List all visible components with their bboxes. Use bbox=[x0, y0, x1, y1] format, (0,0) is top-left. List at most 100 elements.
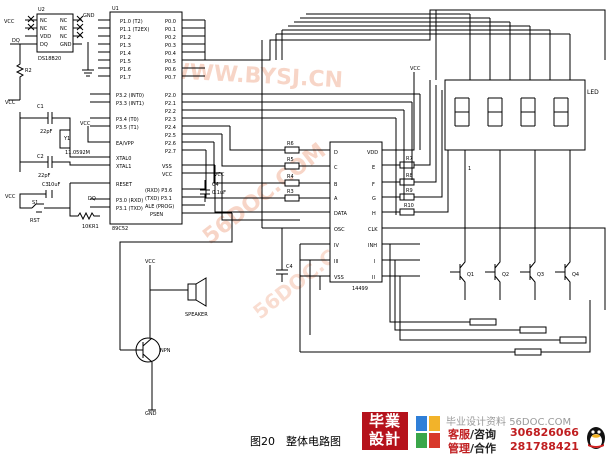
label-c4: C4 bbox=[286, 264, 293, 270]
mcu-pin-label: VSS bbox=[162, 164, 172, 170]
driver-pin: I bbox=[374, 259, 375, 265]
driver-pin: INH bbox=[368, 243, 377, 249]
label-c2-val: 22pF bbox=[38, 173, 51, 179]
driver-pin: G bbox=[372, 196, 376, 202]
label-c3: C3 bbox=[42, 182, 49, 188]
driver-pin: D bbox=[334, 150, 338, 156]
mcu-pin-label: P3.5 (T1) bbox=[116, 125, 139, 131]
mcu-pin-label: EA/VPP bbox=[116, 141, 134, 147]
driver-pin: B bbox=[334, 182, 338, 188]
label-vcc-rst: VCC bbox=[5, 194, 16, 200]
seven-seg-digit bbox=[487, 97, 503, 127]
driver-pin: II bbox=[372, 275, 375, 281]
driver-pin: H bbox=[372, 211, 376, 217]
mcu-pin-label: P3.2 (INT0) bbox=[116, 93, 144, 99]
manage-number: 281788421 bbox=[510, 440, 579, 453]
site-text: 毕业设计资料 bbox=[446, 417, 506, 428]
ds18b20-pin: GND bbox=[60, 42, 72, 48]
mcu-pin-label: P2.0 bbox=[165, 93, 176, 99]
ds18b20-pin: DQ bbox=[40, 42, 48, 48]
mcu-pin-label: VCC bbox=[162, 172, 173, 178]
mcu-pin-label: P0.1 bbox=[165, 27, 176, 33]
led-display: LED bbox=[444, 79, 599, 151]
mcu-pin-label: P0.0 bbox=[165, 19, 176, 25]
service-label-key: 客服 bbox=[448, 428, 470, 441]
seven-seg-digit bbox=[520, 97, 536, 127]
mcu-pin-label: P3.1 (TXD) bbox=[116, 206, 143, 212]
ds18b20-pin: NC bbox=[60, 34, 68, 40]
label-r1: R1 bbox=[92, 224, 99, 230]
transistor-q bbox=[450, 245, 466, 300]
mcu-pin-label: P2.4 bbox=[165, 125, 176, 131]
label-npn: NPN bbox=[160, 348, 171, 354]
driver-14499: D C B A DATA OSC IV III VSS VDD E F G H … bbox=[329, 141, 383, 292]
transistor-q bbox=[520, 245, 536, 300]
transistor-q bbox=[485, 245, 501, 300]
service-label: 客服/咨询 bbox=[448, 426, 496, 442]
label-c1-val: 22pF bbox=[40, 129, 53, 135]
mcu-pin-label: (TXD) P3.1 bbox=[145, 196, 172, 202]
driver-name: 14499 bbox=[352, 286, 368, 292]
qq-penguin-icon bbox=[587, 427, 605, 449]
label-vcc-left: VCC bbox=[5, 100, 16, 106]
driver-pin: VSS bbox=[334, 275, 344, 281]
led-label: LED bbox=[587, 89, 599, 96]
manage-label-rest: /合作 bbox=[470, 442, 497, 455]
figure-caption: 图20 整体电路图 bbox=[250, 435, 341, 448]
ds18b20-pin: NC bbox=[40, 18, 48, 24]
mcu-pin-label: PSEN bbox=[150, 212, 163, 218]
label-s1: S1 bbox=[32, 200, 38, 206]
mcu-pin-label: P3.4 (T0) bbox=[116, 117, 139, 123]
label-cap01: 0.1uF bbox=[212, 190, 226, 196]
transistor-label: Q4 bbox=[572, 272, 579, 278]
label-crystal: 11.0592M bbox=[65, 150, 90, 156]
puzzle-icon bbox=[416, 416, 440, 448]
site-domain: 56DOC.COM bbox=[509, 417, 572, 428]
driver-pin: F bbox=[372, 182, 375, 188]
service-label-rest: /咨询 bbox=[470, 428, 497, 441]
ds18b20-pin: NC bbox=[60, 18, 68, 24]
mcu-pin-label: P1.1 (T2EX) bbox=[120, 27, 149, 33]
mcu-pin-label: P2.5 bbox=[165, 133, 176, 139]
mcu-pin-label: P0.5 bbox=[165, 59, 176, 65]
driver-pin: C bbox=[334, 165, 338, 171]
ds18b20-pin: NC bbox=[60, 26, 68, 32]
mcu-pin-label: P2.6 bbox=[165, 141, 176, 147]
label-vcc-mcu: VCC bbox=[214, 172, 225, 178]
site-line: 毕业设计资料 56DOC.COM bbox=[446, 413, 571, 428]
mcu-pin-label: P0.4 bbox=[165, 51, 176, 57]
mcu-pin-label: P1.3 bbox=[120, 43, 131, 49]
label-resistor: R4 bbox=[287, 174, 294, 180]
label-dq-mcu: DQ bbox=[88, 196, 96, 202]
mcu-pin-label: P1.4 bbox=[120, 51, 131, 57]
label-resistor: R9 bbox=[406, 188, 413, 194]
mcu-pin-label: P0.2 bbox=[165, 35, 176, 41]
ds18b20-ref: U2 bbox=[38, 7, 45, 13]
driver-pin: DATA bbox=[334, 211, 347, 217]
label-r2: R2 bbox=[25, 68, 32, 74]
transistor-label: Q3 bbox=[537, 272, 544, 278]
ds18b20-chip: U2 NC NC VDD DQ NC NC NC GND DS18B20 bbox=[10, 7, 84, 62]
label-gnd-ds: GND bbox=[83, 13, 95, 19]
label-c3-val: 10uF bbox=[48, 182, 61, 188]
label-vcc-ea: VCC bbox=[80, 121, 91, 127]
ds18b20-pin: NC bbox=[40, 26, 48, 32]
logo-line-2: 設計 bbox=[368, 430, 401, 448]
mcu-name: 89C52 bbox=[112, 226, 128, 232]
mcu-pin-label: XTAL1 bbox=[116, 164, 131, 170]
driver-pin: CLK bbox=[368, 227, 378, 233]
mcu-pin-label: P1.0 (T2) bbox=[120, 19, 143, 25]
ds18b20-pin: VDD bbox=[40, 34, 51, 40]
label-resistor: R3 bbox=[287, 189, 294, 195]
manage-label-key: 管理 bbox=[448, 442, 470, 455]
label-c2: C2 bbox=[37, 154, 44, 160]
logo: 毕業 設計 bbox=[362, 412, 408, 450]
driver-pin: IV bbox=[334, 243, 339, 249]
transistor-label: Q2 bbox=[502, 272, 509, 278]
mcu-pin-label: P1.2 bbox=[120, 35, 131, 41]
driver-pin: VDD bbox=[367, 150, 378, 156]
mcu-pin-label: P1.6 bbox=[120, 67, 131, 73]
seven-seg-digit bbox=[553, 97, 569, 127]
mcu-pin-label: P0.7 bbox=[165, 75, 176, 81]
